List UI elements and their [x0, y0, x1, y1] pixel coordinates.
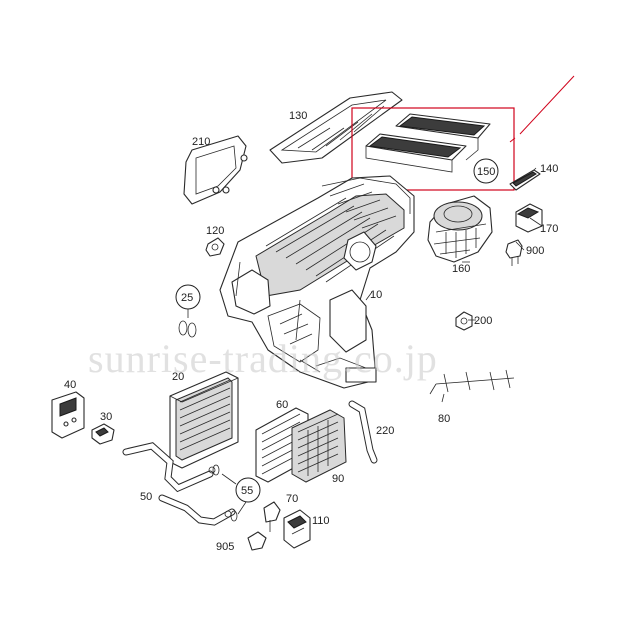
label-50: 50 [140, 491, 152, 503]
label-80: 80 [438, 413, 450, 425]
label-20: 20 [172, 371, 184, 383]
label-110: 110 [312, 515, 330, 527]
part-120-clip[interactable] [205, 237, 225, 257]
label-25: 25 [181, 292, 193, 304]
label-120: 120 [206, 225, 224, 237]
label-40: 40 [64, 379, 76, 391]
label-70: 70 [286, 493, 298, 505]
highlight-box [351, 107, 515, 191]
label-150: 150 [477, 166, 495, 178]
part-170-resistor[interactable] [515, 203, 543, 233]
part-905-bracket[interactable] [247, 531, 267, 551]
label-10: 10 [370, 289, 382, 301]
label-210: 210 [192, 136, 210, 148]
part-40-control-module[interactable] [51, 391, 85, 439]
label-900: 900 [526, 245, 544, 257]
part-130-gasket[interactable] [269, 91, 403, 164]
label-220: 220 [376, 425, 394, 437]
part-900-connector[interactable] [505, 239, 523, 266]
label-170: 170 [540, 223, 558, 235]
label-150-circle [473, 158, 499, 184]
part-20-evaporator[interactable] [169, 371, 239, 469]
label-30: 30 [100, 411, 112, 423]
part-200-grommet[interactable] [455, 311, 473, 331]
part-160-blower-motor[interactable] [427, 195, 493, 263]
part-10-hvac-housing[interactable] [219, 175, 415, 389]
part-140-filter-strip[interactable] [509, 169, 541, 191]
part-150-cabin-filters[interactable] [351, 107, 515, 191]
part-55-clips[interactable] [212, 464, 261, 522]
label-60: 60 [276, 399, 288, 411]
part-70-valve[interactable] [263, 501, 281, 532]
leader-lines [365, 75, 575, 403]
part-25-orings[interactable] [175, 284, 201, 338]
watermark: sunrise-trading.co.jp [88, 336, 438, 381]
part-80-harness[interactable] [429, 369, 515, 395]
part-50-heater-pipes[interactable] [122, 442, 236, 526]
label-140: 140 [540, 163, 558, 175]
label-905: 905 [216, 541, 234, 553]
label-200: 200 [474, 315, 492, 327]
part-30-sensor[interactable] [91, 423, 115, 445]
part-220-hose[interactable] [348, 400, 378, 464]
callout-labels: 130 210 150 140 170 900 160 120 10 25 20… [64, 110, 558, 553]
label-90: 90 [332, 473, 344, 485]
label-130: 130 [289, 110, 307, 122]
part-210-frame[interactable] [183, 135, 248, 205]
label-55: 55 [241, 485, 253, 497]
part-90-heater-core[interactable] [291, 409, 347, 483]
part-110-actuator[interactable] [283, 509, 311, 549]
label-160: 160 [452, 263, 470, 275]
